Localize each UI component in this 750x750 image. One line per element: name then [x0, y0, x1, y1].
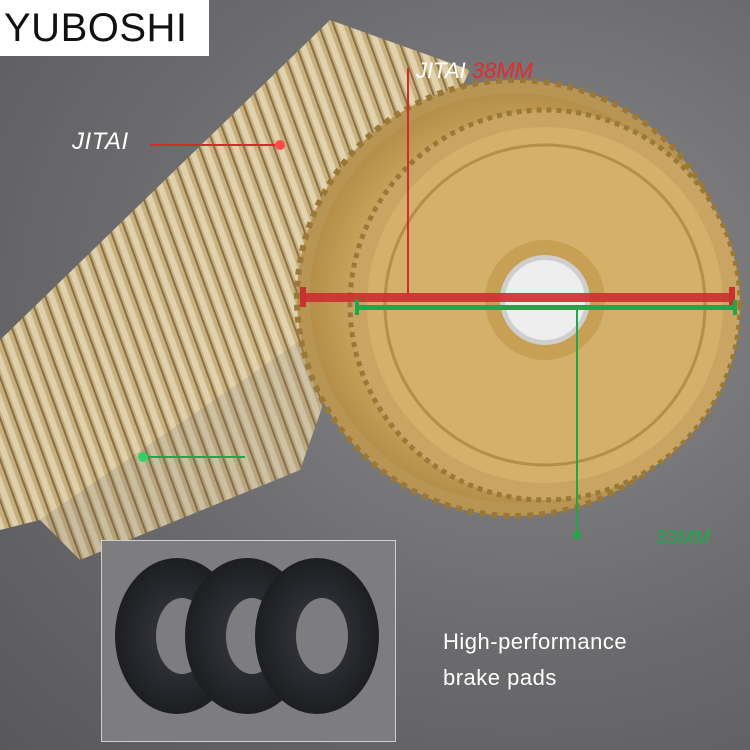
brake-pad-inset [101, 540, 396, 742]
brake-pads-caption: High-performance brake pads [443, 624, 627, 696]
dimension-38mm: 38MM [471, 58, 533, 83]
brake-pad-3 [255, 558, 379, 714]
jitai-top-text: JITAI [416, 58, 466, 83]
brand-logo: YUBOSHI [0, 0, 209, 56]
jitai-label-left: JITAI [72, 128, 129, 155]
jitai-label-top: JITAI 38MM [416, 58, 533, 84]
brake-caption-line1: High-performance [443, 629, 628, 654]
dimension-33mm: 33MM [655, 527, 711, 549]
red-dimension-marker [150, 68, 735, 307]
green-dimension-marker [138, 300, 737, 539]
brake-pads-image [115, 558, 379, 714]
brake-caption-line2: brake pads [443, 665, 557, 690]
gear-teeth-background [0, 20, 470, 560]
